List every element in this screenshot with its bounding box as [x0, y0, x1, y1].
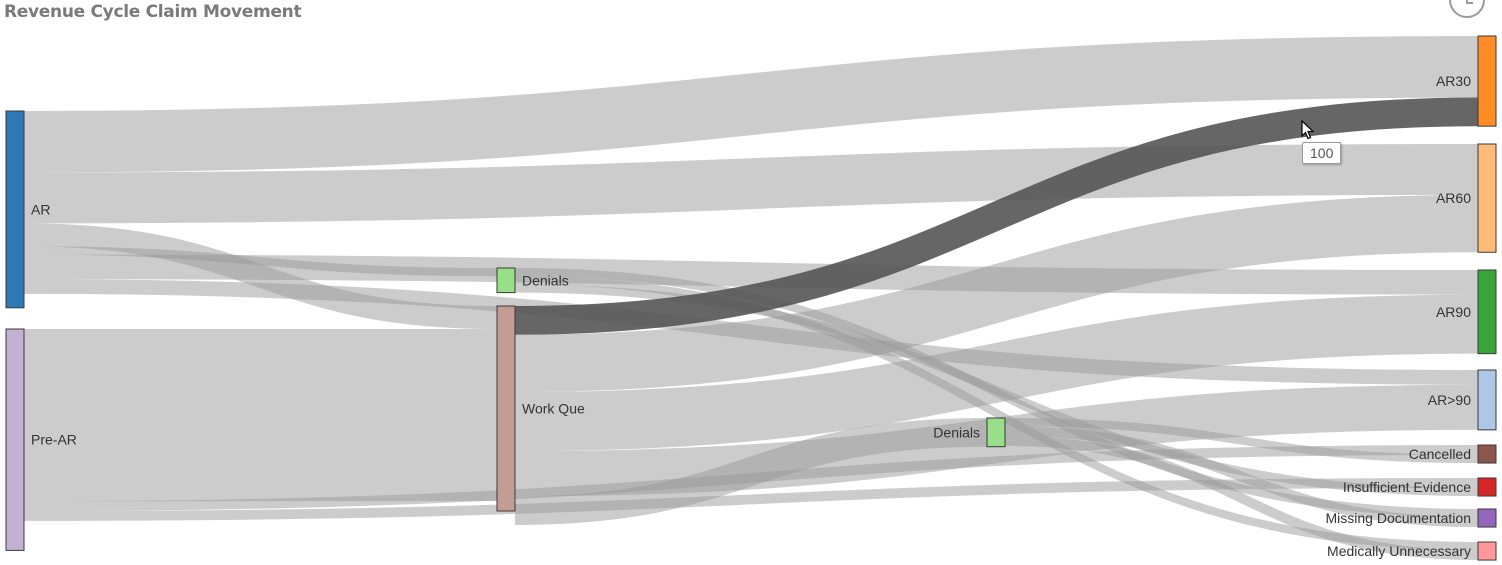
sankey-node-label-cancelled: Cancelled	[1409, 446, 1471, 462]
sankey-node-missing[interactable]	[1477, 508, 1497, 528]
value-tooltip: 100	[1302, 142, 1342, 164]
sankey-link-ar-to-ar90[interactable]	[23, 254, 1479, 295]
sankey-node-denials1[interactable]	[496, 267, 516, 294]
sankey-node-ar60[interactable]	[1477, 143, 1497, 253]
sankey-link-denials2-to-medun[interactable]	[1004, 436, 1479, 561]
sankey-node-workque[interactable]	[496, 305, 516, 512]
sankey-node-label-ar: AR	[31, 201, 50, 217]
sankey-link-workque-to-ar90[interactable]	[514, 294, 1479, 452]
sankey-node-label-ar30: AR30	[1436, 73, 1471, 89]
sankey-link-denials2-to-missing[interactable]	[1004, 426, 1479, 528]
sankey-node-label-denials2: Denials	[933, 424, 980, 440]
sankey-node-label-missing: Missing Documentation	[1325, 510, 1471, 526]
sankey-link-workque-to-ar30[interactable]	[514, 97, 1479, 335]
sankey-links	[23, 36, 1479, 561]
sankey-node-label-insuff: Insufficient Evidence	[1343, 479, 1471, 495]
sankey-node-ar[interactable]	[5, 110, 25, 309]
sankey-link-workque-to-ar60[interactable]	[514, 194, 1479, 393]
sankey-node-label-ar60: AR60	[1436, 190, 1471, 206]
sankey-node-insuff[interactable]	[1477, 477, 1497, 497]
sankey-link-ar-to-ar60[interactable]	[23, 144, 1479, 224]
sankey-link-denials2-to-cancelled[interactable]	[1004, 418, 1479, 464]
sankey-node-label-argt90: AR>90	[1428, 392, 1471, 408]
chart-title: Revenue Cycle Claim Movement	[4, 2, 302, 22]
sankey-node-argt90[interactable]	[1477, 369, 1497, 431]
sankey-node-ar90[interactable]	[1477, 269, 1497, 355]
sankey-nodes	[5, 35, 1497, 561]
sankey-node-denials2[interactable]	[986, 417, 1006, 448]
chevron-icon	[1466, 0, 1473, 4]
mouse-pointer-icon	[1301, 120, 1315, 140]
sankey-node-medun[interactable]	[1477, 541, 1497, 561]
sankey-node-label-denials1: Denials	[522, 272, 569, 288]
sankey-node-cancelled[interactable]	[1477, 444, 1497, 464]
sankey-node-label-ar90: AR90	[1436, 304, 1471, 320]
sankey-link-workque-to-denials2[interactable]	[514, 418, 988, 525]
sankey-node-prear[interactable]	[5, 328, 25, 551]
sankey-link-prear-to-insuff[interactable]	[23, 478, 1479, 521]
sankey-node-label-prear: Pre-AR	[31, 432, 77, 448]
sankey-node-label-workque: Work Que	[522, 401, 585, 417]
sankey-node-ar30[interactable]	[1477, 35, 1497, 127]
sankey-link-ar-to-ar30[interactable]	[23, 36, 1479, 173]
sankey-node-label-medun: Medically Unnecessary	[1327, 543, 1471, 559]
